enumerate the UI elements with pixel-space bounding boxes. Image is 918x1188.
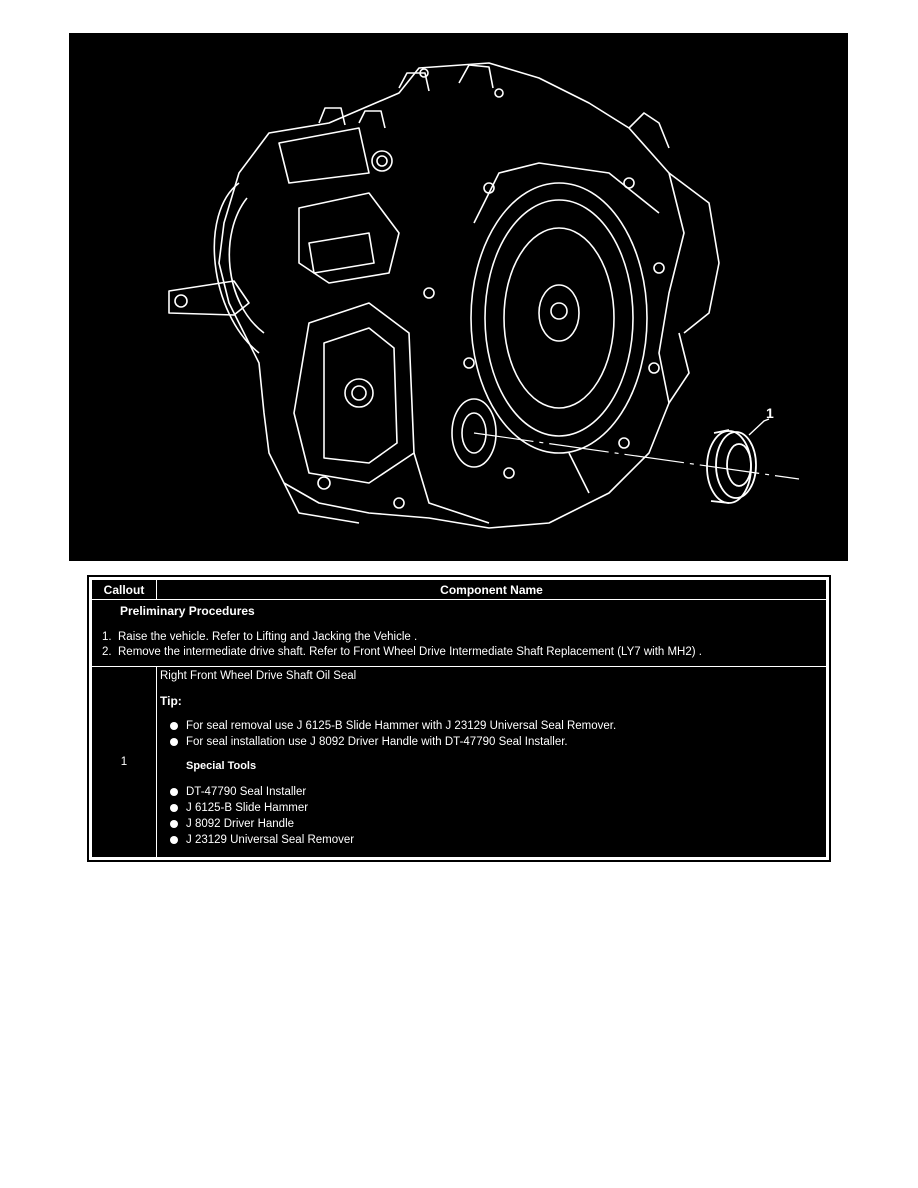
special-tools-label: Special Tools xyxy=(186,760,257,772)
table-header-row: Callout Component Name xyxy=(91,579,827,600)
component-table: Callout Component Name Preliminary Proce… xyxy=(87,575,831,862)
bullet-icon xyxy=(170,836,178,844)
list-item: DT-47790 Seal Installer xyxy=(170,784,826,800)
tool-text: DT-47790 Seal Installer xyxy=(186,786,307,798)
list-item: 2. Remove the intermediate drive shaft. R… xyxy=(102,645,826,660)
tip-text: For seal removal use J 6125-B Slide Hamm… xyxy=(186,720,617,732)
preliminary-title: Preliminary Procedures xyxy=(120,604,255,618)
header-callout: Callout xyxy=(91,579,157,600)
table-row: 1 Right Front Wheel Drive Shaft Oil Seal… xyxy=(91,666,827,858)
tip-text: For seal installation use J 8092 Driver … xyxy=(186,736,568,748)
step-number: 2. xyxy=(102,646,112,658)
component-name: Right Front Wheel Drive Shaft Oil Seal xyxy=(160,670,357,682)
bullet-icon xyxy=(170,738,178,746)
header-component-name: Component Name xyxy=(156,579,827,600)
preliminary-cell: Preliminary Procedures 1. Raise the vehic… xyxy=(91,599,827,667)
step-number: 1. xyxy=(102,631,112,643)
bullet-icon xyxy=(170,722,178,730)
preliminary-steps: 1. Raise the vehicle. Refer to Lifting an… xyxy=(102,630,826,660)
tip-list: For seal removal use J 6125-B Slide Hamm… xyxy=(160,718,826,750)
list-item: 1. Raise the vehicle. Refer to Lifting an… xyxy=(102,630,826,645)
tool-text: J 8092 Driver Handle xyxy=(186,818,295,830)
special-tools-list: DT-47790 Seal Installer J 6125-B Slide H… xyxy=(160,784,826,848)
component-detail-cell: Right Front Wheel Drive Shaft Oil Seal T… xyxy=(156,666,827,858)
preliminary-row: Preliminary Procedures 1. Raise the vehic… xyxy=(91,599,827,667)
oil-seal-part xyxy=(706,429,757,504)
list-item: J 8092 Driver Handle xyxy=(170,816,826,832)
list-item: J 6125-B Slide Hammer xyxy=(170,800,826,816)
tip-label: Tip: xyxy=(160,694,182,708)
bullet-icon xyxy=(170,820,178,828)
callout-number-label: 1 xyxy=(766,405,774,421)
tool-text: J 6125-B Slide Hammer xyxy=(186,802,309,814)
step-text: Remove the intermediate drive shaft. Ref… xyxy=(118,646,702,658)
bullet-icon xyxy=(170,804,178,812)
callout-cell: 1 xyxy=(91,666,157,858)
step-text: Raise the vehicle. Refer to Lifting and … xyxy=(118,631,418,643)
list-item: J 23129 Universal Seal Remover xyxy=(170,832,826,848)
bullet-icon xyxy=(170,788,178,796)
transaxle-drawing xyxy=(168,62,800,529)
transaxle-illustration: 1 xyxy=(69,33,848,561)
list-item: For seal removal use J 6125-B Slide Hamm… xyxy=(170,718,826,734)
list-item: For seal installation use J 8092 Driver … xyxy=(170,734,826,750)
tool-text: J 23129 Universal Seal Remover xyxy=(186,834,355,846)
